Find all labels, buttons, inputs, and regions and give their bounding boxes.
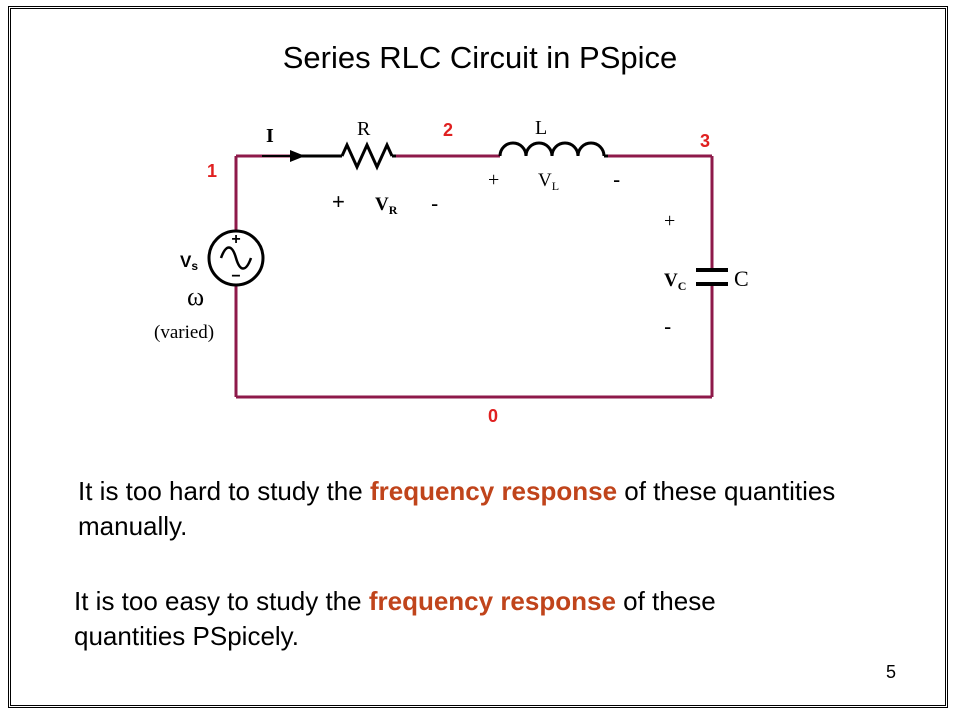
omega-symbol: ω [187,282,204,311]
p1-highlight: frequency response [369,476,618,506]
page-number: 5 [886,662,897,682]
source-minus-sign: − [231,268,240,285]
vr-minus: - [431,191,438,216]
source-plus-sign: + [231,231,240,248]
vr-plus: + [332,189,345,214]
vl-label: VL [538,170,559,193]
vl-sub: L [552,179,559,193]
varied-label: (varied) [154,322,214,343]
vc-plus: + [664,210,675,232]
source-label-main: V [180,252,192,271]
vr-main: V [375,194,389,215]
wires [234,154,714,399]
source-label: Vs [180,252,198,273]
p1-text-after: of these quantities manually. [78,476,836,541]
vl-plus: + [488,169,499,191]
p2-highlight: frequency response [368,586,616,616]
node-label-1: 1 [207,161,217,181]
vc-sub: C [678,279,687,293]
resistor-label: R [357,118,371,140]
vc-label: VC [664,270,686,293]
inductor-label: L [535,117,547,139]
slide-title: Series RLC Circuit in PSpice [282,40,678,75]
current-arrow-icon [290,150,305,162]
node-label-2: 2 [443,120,453,140]
vr-sub: R [389,203,398,217]
sine-icon [219,246,253,270]
node-label-3: 3 [700,131,710,151]
inductor-symbol [498,141,606,157]
vl-minus: - [613,167,620,192]
current-label: I [266,125,274,147]
vc-main: V [664,270,678,291]
source-label-sub: s [191,259,198,273]
p2-text-before: It is too easy to study the [74,586,369,616]
schematic-parts [207,141,728,287]
slide-frame [8,6,948,708]
source-circle [207,229,265,287]
p2-text-after: of these quantities PSpicely. [74,586,716,651]
resistor-symbol [340,141,394,171]
node-label-0: 0 [488,406,498,426]
p1-text-before: It is too hard to study the [78,476,370,506]
vc-minus: - [664,314,671,339]
capacitor-label: C [734,266,749,291]
paragraph-manual: It is too hard to study the frequency re… [78,474,838,544]
vl-main: V [538,170,552,191]
vr-label: VR [375,194,398,217]
paragraph-pspice: It is too easy to study the frequency re… [74,584,834,654]
